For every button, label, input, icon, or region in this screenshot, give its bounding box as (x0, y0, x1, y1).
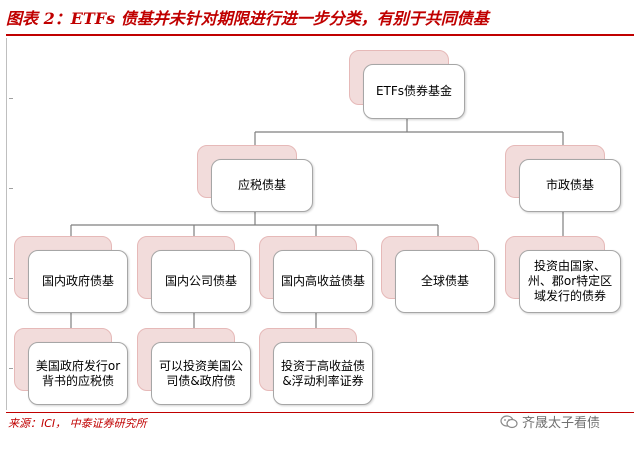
node-domestic-gov-label: 国内政府债基 (28, 250, 128, 313)
node-root: ETFs债券基金 (349, 50, 465, 119)
node-gov-desc-label: 美国政府发行or背书的应税债 (28, 342, 128, 405)
title-divider (6, 34, 634, 36)
node-root-label: ETFs债券基金 (363, 64, 465, 119)
frame-tick (9, 188, 13, 189)
watermark: 齐晟太子看债 (500, 413, 600, 435)
node-high-yield-desc-label: 投资于高收益债&浮动利率证券 (273, 342, 373, 405)
node-corp-desc: 可以投资美国公司债&政府债 (137, 328, 251, 405)
node-municipal-label: 市政债基 (519, 159, 621, 212)
frame-tick (9, 278, 13, 279)
node-domestic-high-yield-label: 国内高收益债基 (273, 250, 373, 313)
footer-divider (6, 412, 634, 413)
node-global-label: 全球债基 (395, 250, 495, 313)
node-domestic-gov: 国内政府债基 (14, 236, 128, 313)
figure-title: 图表 2：ETFs 债基并未针对期限进行进一步分类，有别于共同债基 (6, 9, 489, 28)
diagram-frame (6, 38, 633, 410)
node-gov-desc: 美国政府发行or背书的应税债 (14, 328, 128, 405)
wechat-icon (500, 415, 518, 429)
watermark-text: 齐晟太子看债 (522, 416, 601, 431)
node-high-yield-desc: 投资于高收益债&浮动利率证券 (259, 328, 373, 405)
node-domestic-corp: 国内公司债基 (137, 236, 251, 313)
frame-tick (9, 368, 13, 369)
frame-tick (9, 98, 13, 99)
node-domestic-high-yield: 国内高收益债基 (259, 236, 373, 313)
node-taxable: 应税债基 (197, 145, 313, 212)
source-note: 来源：ICI， 中泰证券研究所 (8, 417, 147, 430)
node-global: 全球债基 (381, 236, 495, 313)
node-municipal-desc: 投资由国家、州、郡or特定区域发行的债券 (505, 236, 621, 313)
node-municipal: 市政债基 (505, 145, 621, 212)
node-municipal-desc-label: 投资由国家、州、郡or特定区域发行的债券 (519, 250, 621, 313)
node-domestic-corp-label: 国内公司债基 (151, 250, 251, 313)
node-corp-desc-label: 可以投资美国公司债&政府债 (151, 342, 251, 405)
node-taxable-label: 应税债基 (211, 159, 313, 212)
